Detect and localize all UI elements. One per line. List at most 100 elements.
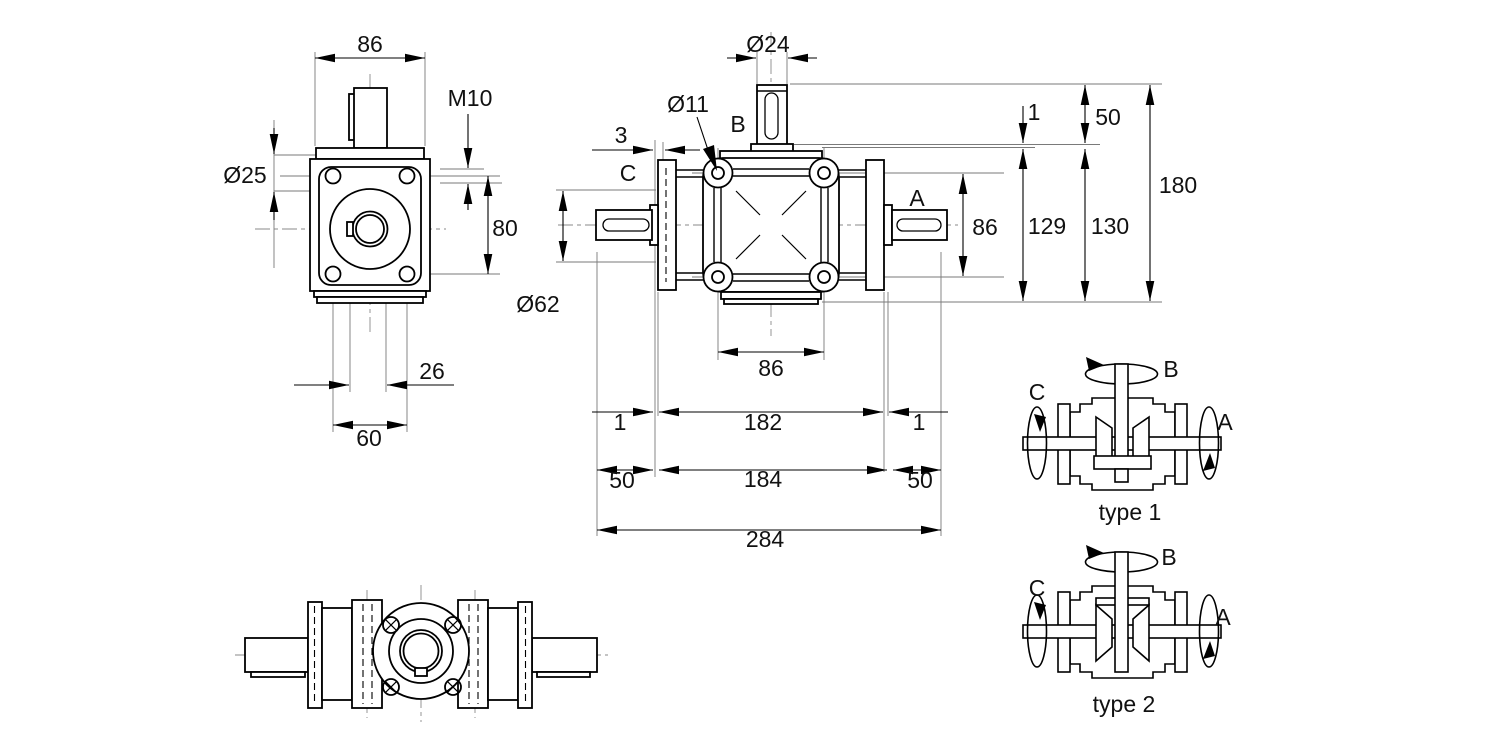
- shaft-a: [891, 209, 948, 241]
- dim-shaft-a-len: 50: [907, 467, 933, 493]
- shaft-b-stub: [1114, 468, 1129, 483]
- top-keyway: [414, 667, 428, 677]
- dim-shaft-b-len: 50: [1095, 104, 1121, 130]
- boss-a: [883, 204, 893, 246]
- rotation-arrow-a-icon: [1203, 641, 1215, 659]
- front-bottom-plate-2: [723, 298, 819, 305]
- dim-gap-top: 1: [1028, 99, 1041, 125]
- schematic-type-2: B C A type 2: [1022, 544, 1231, 717]
- top-shaft-left: [244, 637, 309, 673]
- dim-total-height: 180: [1159, 172, 1197, 198]
- dim-hole-spacing-h: 86: [758, 355, 784, 381]
- corner-boss: [702, 157, 734, 189]
- top-screws: [382, 616, 462, 696]
- side-housing-body: [309, 158, 431, 292]
- housing-webs: [676, 168, 866, 282]
- dim-shaft-b-dia: Ø24: [746, 31, 790, 57]
- top-shaft-right: [531, 637, 598, 673]
- rotation-arrow-c-icon: [1034, 414, 1046, 432]
- top-body-right: [487, 607, 519, 701]
- dim-thread: M10: [448, 85, 493, 111]
- rotation-ellipse-a-icon: [1198, 406, 1220, 480]
- label-c: C: [1029, 575, 1046, 601]
- mounting-hole: [324, 167, 342, 185]
- front-extension-lines: [556, 52, 1162, 536]
- rotation-ellipse-a-icon: [1198, 594, 1220, 668]
- dim-hole-dia: Ø11: [667, 91, 709, 117]
- dim-total-width: 284: [746, 526, 785, 552]
- shaft-c: [595, 209, 653, 241]
- dim-bore: Ø25: [223, 162, 266, 188]
- rotation-arrow-b-icon: [1086, 357, 1104, 371]
- dim-shaft-c-len: 50: [609, 467, 635, 493]
- dim-height-129: 129: [1028, 213, 1066, 239]
- dim-flange-offset: 3: [615, 122, 628, 148]
- side-top-plate: [315, 147, 425, 160]
- dim-width-top: 86: [357, 31, 383, 57]
- front-bottom-plate-1: [720, 291, 822, 300]
- caption-type-1: type 1: [1099, 499, 1162, 525]
- label-a: A: [1217, 409, 1233, 435]
- dim-height-130: 130: [1091, 213, 1129, 239]
- bevel-gear-right: [1132, 603, 1150, 663]
- schematic-type-1: B C A type 1: [1022, 356, 1233, 525]
- shaft-b: [756, 84, 788, 146]
- side-bore-inner: [355, 214, 385, 244]
- corner-boss: [808, 261, 840, 293]
- top-shaft-right-step: [536, 671, 591, 678]
- label-shaft-c: C: [620, 160, 637, 186]
- corner-hole: [711, 166, 725, 180]
- caption-type-2: type 2: [1093, 691, 1156, 717]
- rotation-arrow-b-icon: [1086, 545, 1104, 559]
- shaft-b-keyway: [764, 92, 779, 140]
- corner-boss: [702, 261, 734, 293]
- schematic-shaft-b: [1114, 551, 1129, 673]
- top-body-left: [321, 607, 353, 701]
- flange-a: [865, 159, 885, 291]
- leader-arrow-icon: [703, 145, 717, 171]
- corner-hole: [817, 270, 831, 284]
- dim-gap-left: 1: [614, 409, 627, 435]
- top-flange-left-hidden: [362, 604, 373, 704]
- label-shaft-b: B: [730, 111, 745, 137]
- dim-body-span: 184: [744, 466, 783, 492]
- corner-boss: [808, 157, 840, 189]
- flange-c: [657, 159, 677, 291]
- front-view: Ø24 Ø11 B C A 3 Ø62 86 86 1 50 180 129 1…: [516, 31, 1197, 552]
- dim-flange-span: 182: [744, 409, 782, 435]
- dim-boss-dia: Ø62: [516, 291, 559, 317]
- label-b: B: [1161, 544, 1176, 570]
- mounting-hole: [324, 265, 342, 283]
- corner-hole: [711, 270, 725, 284]
- side-bottom-plate-2: [316, 296, 424, 304]
- side-bearing-boss: [329, 188, 411, 270]
- bevel-gear-left: [1095, 603, 1113, 663]
- corner-hole: [817, 166, 831, 180]
- dim-gap-right: 1: [913, 409, 926, 435]
- rotation-arrow-c-icon: [1034, 602, 1046, 620]
- top-view: [235, 585, 608, 722]
- rotation-ellipse-c-icon: [1026, 406, 1048, 480]
- label-c: C: [1029, 379, 1046, 405]
- x-ribs: [735, 190, 807, 260]
- label-b: B: [1163, 356, 1178, 382]
- label-shaft-a: A: [909, 185, 925, 211]
- dim-hole-spacing-h: 60: [356, 425, 382, 451]
- side-extension-lines: [273, 52, 502, 432]
- schematic-shaft-b: [1114, 363, 1129, 460]
- shaft-c-keyway: [602, 218, 650, 232]
- crown-gear-bottom: [1093, 455, 1152, 470]
- side-view: 86 M10 Ø25 80 26 60: [223, 31, 518, 451]
- dim-keyway: 26: [419, 358, 445, 384]
- top-shaft-left-step: [250, 671, 306, 678]
- side-face-plate: [318, 166, 422, 286]
- label-a: A: [1215, 604, 1231, 630]
- shaft-b-end: [353, 87, 388, 149]
- dim-hole-spacing-v: 80: [492, 215, 518, 241]
- side-keyway: [346, 221, 354, 237]
- rotation-ellipse-c-icon: [1026, 594, 1048, 668]
- dim-hole-spacing-v: 86: [972, 214, 998, 240]
- shaft-a-keyway: [896, 218, 942, 232]
